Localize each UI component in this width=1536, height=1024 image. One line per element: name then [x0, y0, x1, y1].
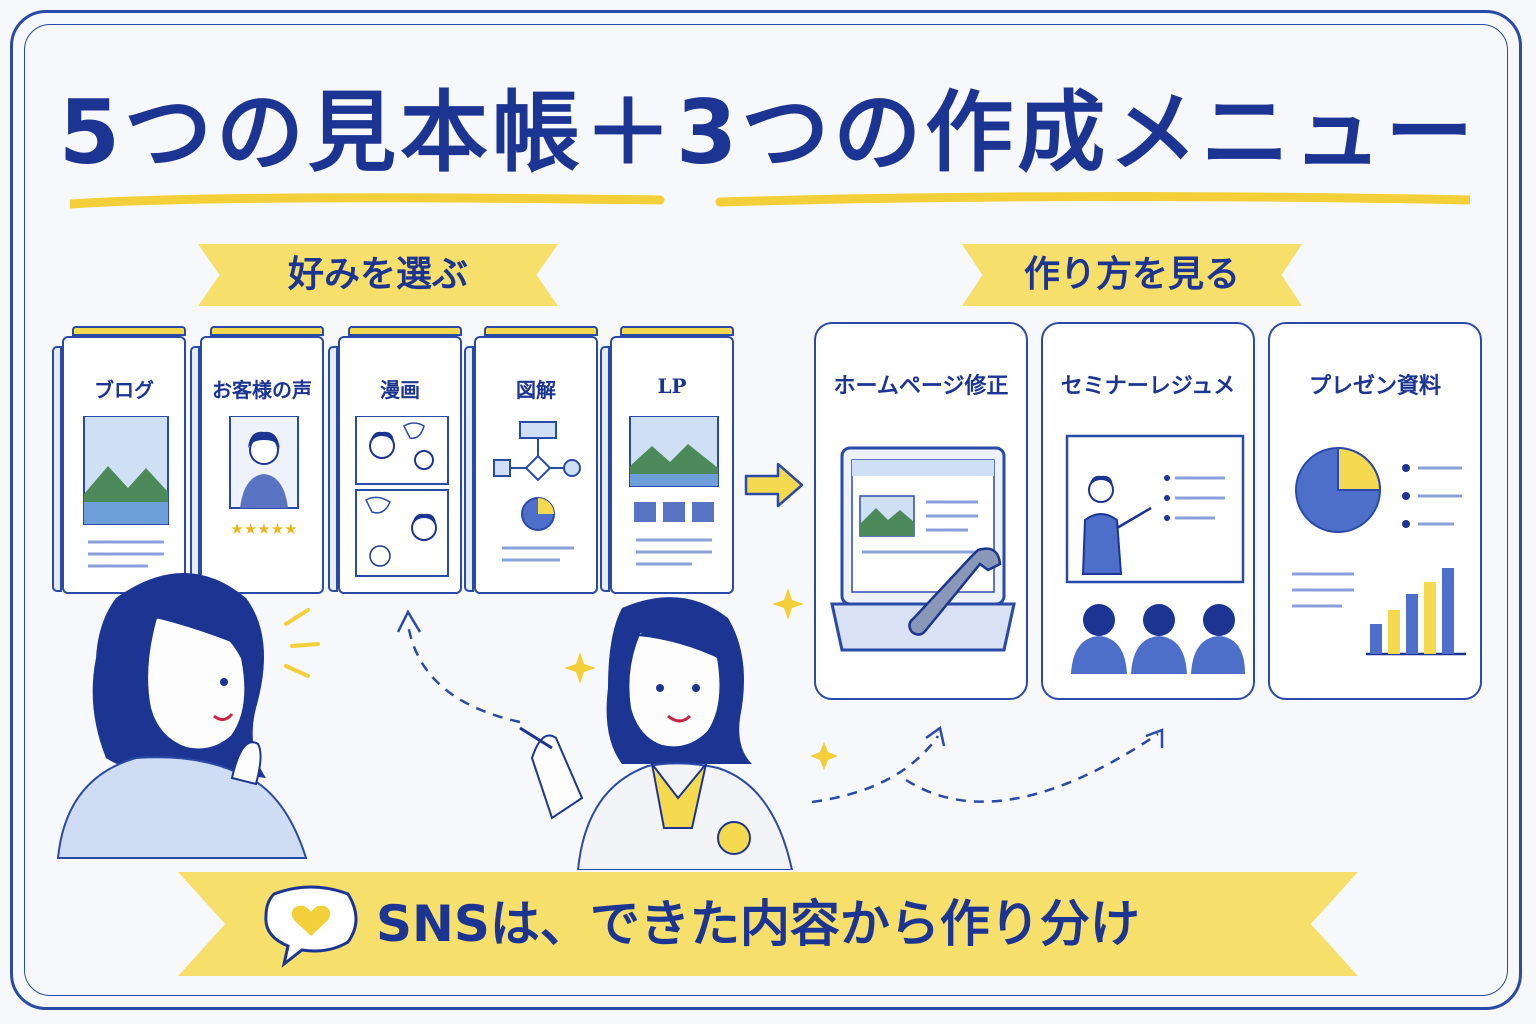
card-title: セミナーレジュメ	[1060, 374, 1236, 399]
book-blog: ブログ	[52, 326, 186, 594]
comic-panels-icon	[355, 416, 449, 577]
landing-page-icon	[629, 416, 719, 566]
heart-speech-bubble-icon	[264, 885, 358, 968]
book-manga: 漫画	[328, 326, 462, 594]
thinking-woman-illustration	[56, 573, 320, 859]
book-label: ブログ	[94, 378, 154, 402]
banner-text: SNSは、できた内容から作り分け	[376, 895, 1140, 953]
book-label: お客様の声	[212, 378, 312, 402]
card-title: プレゼン資料	[1308, 374, 1441, 399]
card-title: ホームページ修正	[833, 374, 1009, 399]
inner-frame	[24, 24, 1508, 996]
outer-frame	[10, 10, 1522, 1010]
page-title: 5つの見本帳＋3つの作成メニュー	[58, 81, 1478, 184]
title-underline	[70, 191, 1470, 209]
book-label: LP	[657, 374, 687, 398]
see-how-to-make-ribbon: 作り方を見る	[962, 244, 1302, 306]
book-customer-voice: お客様の声 ★★★★★	[190, 326, 324, 594]
right-arrow-icon	[744, 462, 804, 508]
book-label: 図解	[516, 378, 556, 402]
pie-and-bar-charts-icon	[1292, 446, 1466, 656]
choose-preference-ribbon: 好みを選ぶ	[198, 244, 558, 306]
card-presentation-material: プレゼン資料	[1268, 322, 1482, 700]
landscape-photo-icon	[83, 416, 169, 568]
card-homepage-fix: ホームページ修正	[814, 322, 1028, 700]
bottom-banner	[178, 872, 1358, 976]
presenter-with-audience-icon	[1065, 434, 1245, 674]
book-lp: LP	[600, 326, 734, 594]
book-label: 漫画	[380, 378, 420, 402]
book-diagram: 図解	[464, 326, 598, 594]
card-seminar-resume: セミナーレジュメ	[1041, 322, 1255, 700]
guide-woman-pointing-illustration	[519, 597, 794, 870]
laptop-with-wrench-icon	[830, 446, 1016, 652]
flowchart-icon	[493, 421, 581, 562]
svg-text:★★★★★: ★★★★★	[230, 520, 297, 538]
portrait-with-stars-icon: ★★★★★	[229, 416, 299, 538]
